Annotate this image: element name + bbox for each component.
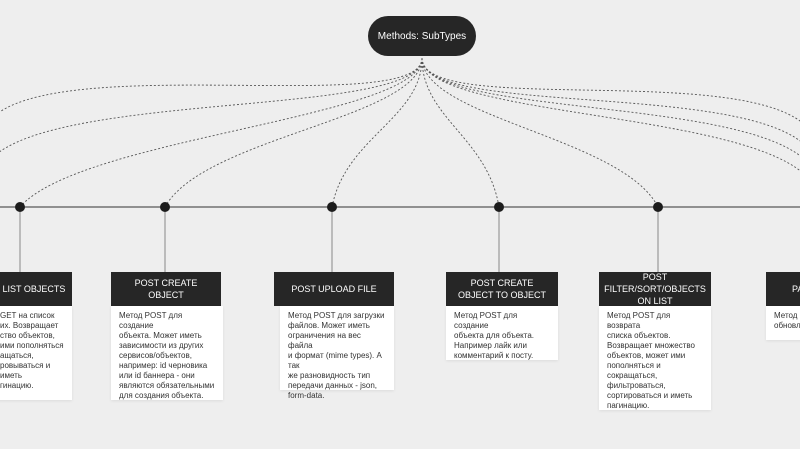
method-node-list: T LIST OBJECTS [0,272,72,306]
description-text: Метод POST для создание объекта для объе… [454,311,534,360]
timeline-dot-filter [653,202,663,212]
method-title: POST CREATE OBJECT TO OBJECT [457,278,547,300]
connector-line [421,57,500,208]
description-text: GET на список их. Возвращает ство объект… [0,311,64,390]
method-title: T LIST OBJECTS [0,284,66,294]
timeline-dot-create [160,202,170,212]
method-node-filter: POST FILTER/SORT/OBJECTS ON LIST [599,272,711,306]
connector-line [0,57,423,113]
connector-line [164,57,423,208]
method-description-upload: Метод POST для загрузки файлов. Может им… [280,306,394,400]
connector-line [0,57,423,153]
connector-line [421,57,659,208]
connector-line [421,57,800,157]
root-label: Methods: SubTypes [377,30,467,42]
connector-line [19,57,423,208]
timeline-dot-create-for-object [494,202,504,212]
method-title: POST UPLOAD FILE [291,284,377,294]
description-text: Метод обновл [774,311,800,330]
connector-lines [0,57,800,208]
method-node-upload: POST UPLOAD FILE [274,272,394,306]
method-description-create: Метод POST для создание объекта. Может и… [111,306,223,400]
method-title: POST CREATE OBJECT [134,278,198,300]
description-text: Метод POST для создание объекта. Может и… [119,311,215,400]
method-description-create-for-object: Метод POST для создание объекта для объе… [446,306,558,360]
connector-line [421,57,800,142]
connector-line [421,57,800,172]
timeline-dot-upload [327,202,337,212]
method-node-partial: PA [766,272,800,306]
timeline-dot-list [15,202,25,212]
connector-line [331,57,423,208]
method-description-partial: Метод обновл [766,306,800,340]
method-description-list: GET на список их. Возвращает ство объект… [0,306,72,400]
method-description-filter: Метод POST для возврата списка объектов.… [599,306,711,410]
root-node: Methods: SubTypes [368,16,476,56]
method-node-create: POST CREATE OBJECT [111,272,221,306]
method-title: PA [792,284,800,294]
connector-line [421,57,800,122]
description-text: Метод POST для возврата списка объектов.… [607,311,695,410]
method-title: POST FILTER/SORT/OBJECTS ON LIST [604,272,706,306]
description-text: Метод POST для загрузки файлов. Может им… [288,311,385,400]
stem-lines [19,212,659,272]
method-node-create-for-object: POST CREATE OBJECT TO OBJECT [446,272,558,306]
